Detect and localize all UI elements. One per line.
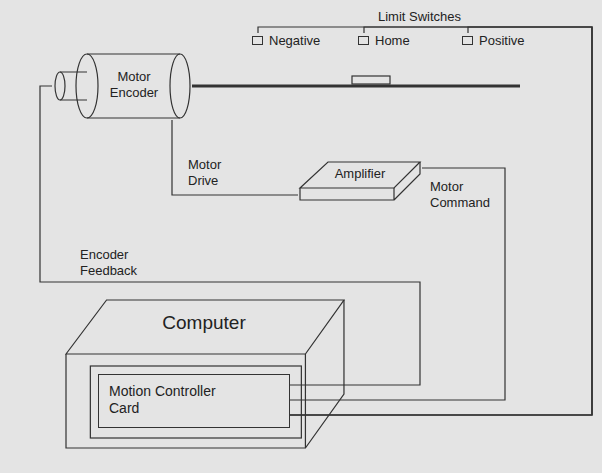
signal-wire bbox=[290, 168, 505, 400]
signal-wire bbox=[40, 86, 420, 385]
switch-symbol bbox=[252, 36, 263, 45]
node-text: Amplifier bbox=[328, 166, 392, 182]
limit-switch: Positive bbox=[462, 33, 525, 49]
node-text: Motion Controller Card bbox=[109, 383, 239, 417]
signal-label: Motor Command bbox=[428, 178, 492, 211]
motor-encoder: Motor Encoder bbox=[52, 52, 192, 120]
signal-label: Motor Drive bbox=[186, 156, 223, 189]
node-text: Negative bbox=[269, 33, 320, 49]
signal-wire bbox=[172, 120, 298, 195]
node-text: Computer bbox=[66, 312, 342, 335]
node-text: Motor Encoder bbox=[99, 69, 169, 100]
computer-box: ComputerMotion Controller Card bbox=[66, 298, 346, 450]
limit-switch: Negative bbox=[252, 33, 320, 49]
signal-wire bbox=[290, 27, 592, 415]
node-text: Home bbox=[375, 33, 410, 49]
signal-label: Encoder Feedback bbox=[78, 246, 139, 279]
signal-wire bbox=[290, 27, 592, 415]
amplifier-box: Amplifier bbox=[298, 158, 422, 204]
switch-symbol bbox=[462, 36, 473, 45]
group-label: Limit Switches bbox=[376, 8, 463, 26]
node-text: Positive bbox=[479, 33, 525, 49]
signal-wire bbox=[258, 27, 592, 415]
limit-switch: Home bbox=[358, 33, 410, 49]
switch-symbol bbox=[358, 36, 369, 45]
carriage bbox=[352, 76, 390, 84]
controller-card: Motion Controller Card bbox=[98, 374, 290, 428]
lead-screw bbox=[192, 85, 520, 88]
